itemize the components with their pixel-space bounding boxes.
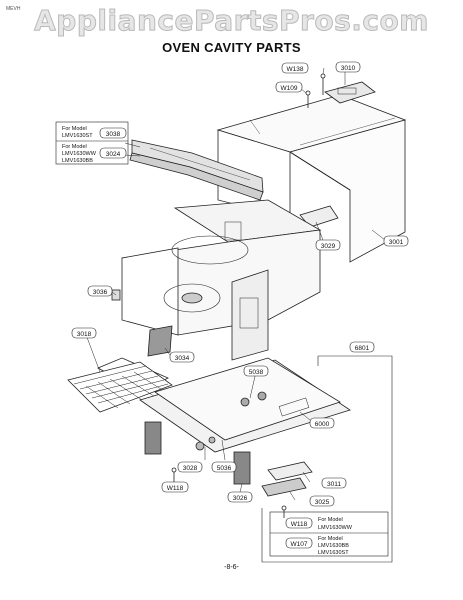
note-top-b-line1: For Model	[62, 144, 87, 150]
oven-cavity	[121, 199, 322, 361]
callout-3001: 3001	[389, 239, 404, 246]
outer-cabinet	[216, 94, 407, 263]
note-top-a-line1: For Model	[62, 126, 87, 132]
callout-w118-left: W118	[167, 485, 184, 492]
callout-3018: 3018	[77, 331, 92, 338]
grease-filter-3026	[233, 451, 251, 485]
callout-3034: 3034	[175, 355, 190, 362]
lamp-lens-3025	[261, 477, 307, 497]
callout-3026: 3026	[233, 495, 248, 502]
top-bracket	[305, 73, 376, 108]
callout-3038: 3038	[106, 131, 121, 138]
note-bot-b-line3: LMV1630ST	[318, 550, 349, 556]
mesh-filter-3034	[147, 325, 173, 357]
note-top-b-line2: LMV1630WW	[62, 151, 97, 157]
callout-5038: 5038	[249, 369, 264, 376]
callout-w107: W107	[291, 541, 308, 548]
corner-code: MEVH	[6, 6, 21, 12]
callout-6801: 6801	[355, 345, 370, 352]
note-top-a-line2: LMV1630ST	[62, 133, 93, 139]
page-title: OVEN CAVITY PARTS	[162, 40, 301, 55]
note-bot-a-line1: For Model	[318, 517, 343, 523]
callout-3029: 3029	[321, 243, 336, 250]
callout-6000: 6000	[315, 421, 330, 428]
grease-filter-left	[144, 421, 162, 455]
callout-3036: 3036	[93, 289, 108, 296]
screw-w118-left	[171, 467, 177, 473]
note-bot-a-line2: LMV1630WW	[318, 525, 353, 531]
control-panel	[129, 139, 264, 201]
callout-w109: W109	[281, 85, 298, 92]
callout-w118-right: W118	[291, 521, 308, 528]
note-bot-b-line1: For Model	[318, 536, 343, 542]
watermark: AppliancePartsPros.com	[34, 4, 429, 38]
callout-3025: 3025	[315, 499, 330, 506]
screw-w118-right	[281, 505, 287, 511]
callout-w138: W138	[287, 66, 304, 73]
lamp-lens-3011	[267, 461, 313, 481]
callout-5036: 5036	[217, 465, 232, 472]
callout-3011: 3011	[327, 481, 341, 488]
callout-3028: 3028	[183, 465, 198, 472]
callout-3010: 3010	[341, 65, 356, 72]
note-bot-b-line2: LMV1630BB	[318, 543, 349, 549]
note-top-b-line3: LMV1630BB	[62, 158, 93, 164]
callout-3024: 3024	[106, 151, 121, 158]
page-number: -8-6-	[224, 564, 239, 571]
base-plate	[139, 357, 351, 453]
oven-rack	[67, 357, 173, 413]
assembly-frame-6801	[261, 355, 393, 563]
